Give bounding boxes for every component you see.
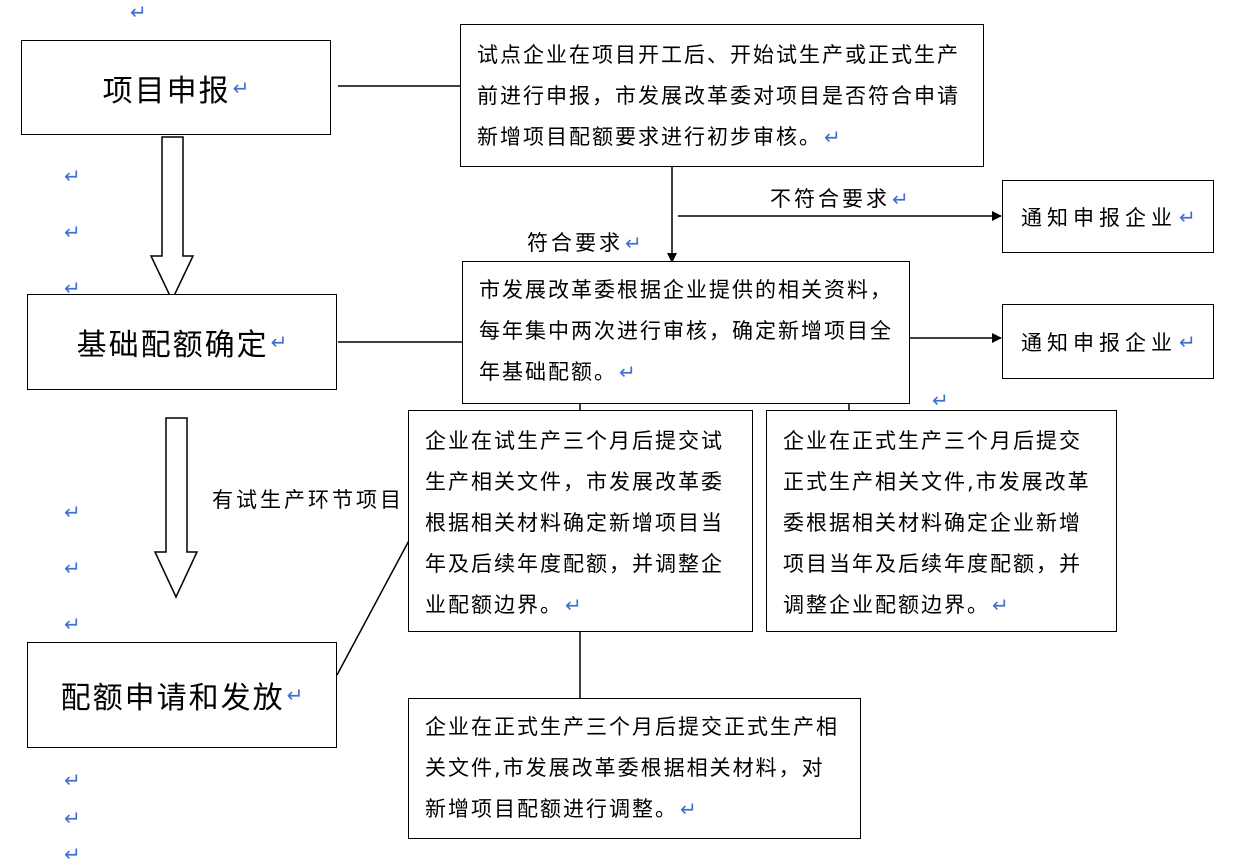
paragraph-mark: ↵ xyxy=(619,360,636,384)
paragraph-mark: ↵ xyxy=(932,388,949,412)
paragraph-mark: ↵ xyxy=(130,0,147,24)
paragraph-mark: ↵ xyxy=(64,276,81,300)
box-text: 企业在试生产三个月后提交试生产相关文件，市发展改革委根据相关材料确定新增项目当年… xyxy=(425,429,724,617)
label-qualified: 符合要求↵ xyxy=(527,227,642,257)
paragraph-mark: ↵ xyxy=(64,556,81,580)
label-not-qualified: 不符合要求↵ xyxy=(770,183,909,213)
label-text: 符合要求 xyxy=(527,231,623,255)
box-base-quota-review: 市发展改革委根据企业提供的相关资料，每年集中两次进行审核，确定新增项目全年基础配… xyxy=(462,261,910,404)
box-text: 通知申报企业 xyxy=(1021,205,1177,230)
box-formal-production-bottom: 企业在正式生产三个月后提交正式生产相关文件,市发展改革委根据相关材料，对新增项目… xyxy=(408,698,861,839)
box-text: 试点企业在项目开工后、开始试生产或正式生产前进行申报，市发展改革委对项目是否符合… xyxy=(477,43,960,149)
label-text: 有试生产环节项目 xyxy=(212,488,404,512)
step-title: 项目申报 xyxy=(102,73,231,109)
box-text: 企业在正式生产三个月后提交正式生产相关文件,市发展改革委根据相关材料确定企业新增… xyxy=(783,429,1091,617)
box-trial-production: 企业在试生产三个月后提交试生产相关文件，市发展改革委根据相关材料确定新增项目当年… xyxy=(408,410,753,632)
paragraph-mark: ↵ xyxy=(286,683,304,707)
paragraph-mark: ↵ xyxy=(824,125,841,149)
paragraph-mark: ↵ xyxy=(680,797,697,821)
paragraph-mark: ↵ xyxy=(625,231,642,255)
box-formal-production-right: 企业在正式生产三个月后提交正式生产相关文件,市发展改革委根据相关材料确定企业新增… xyxy=(766,410,1117,632)
line-step3-diagonal xyxy=(336,519,421,676)
paragraph-mark: ↵ xyxy=(64,612,81,636)
paragraph-mark: ↵ xyxy=(1179,329,1196,354)
step-base-quota: 基础配额确定↵ xyxy=(27,294,337,390)
paragraph-mark: ↵ xyxy=(992,593,1009,617)
paragraph-mark: ↵ xyxy=(232,75,250,100)
paragraph-mark: ↵ xyxy=(64,500,81,524)
box-notify-2: 通知申报企业↵ xyxy=(1002,304,1214,379)
step-project-application: 项目申报↵ xyxy=(21,40,331,135)
paragraph-mark: ↵ xyxy=(1179,204,1196,229)
box-text: 市发展改革委根据企业提供的相关资料，每年集中两次进行审核，确定新增项目全年基础配… xyxy=(479,278,893,384)
box-initial-review: 试点企业在项目开工后、开始试生产或正式生产前进行申报，市发展改革委对项目是否符合… xyxy=(460,24,984,167)
step-title: 基础配额确定 xyxy=(76,328,269,363)
box-text: 通知申报企业 xyxy=(1021,330,1177,355)
box-notify-1: 通知申报企业↵ xyxy=(1002,180,1214,253)
step-title: 配额申请和发放 xyxy=(60,681,285,716)
paragraph-mark: ↵ xyxy=(64,220,81,244)
paragraph-mark: ↵ xyxy=(270,330,288,354)
paragraph-mark: ↵ xyxy=(892,187,909,211)
label-has-trial: 有试生产环节项目 xyxy=(212,484,404,514)
step-quota-issuance: 配额申请和发放↵ xyxy=(27,642,337,748)
label-text: 不符合要求 xyxy=(770,187,890,211)
hollow-arrow-1 xyxy=(149,136,195,302)
paragraph-mark: ↵ xyxy=(565,593,582,617)
box-text: 企业在正式生产三个月后提交正式生产相关文件,市发展改革委根据相关材料，对新增项目… xyxy=(425,715,839,821)
paragraph-mark: ↵ xyxy=(64,768,81,792)
paragraph-mark: ↵ xyxy=(64,806,81,830)
paragraph-mark: ↵ xyxy=(64,164,81,188)
hollow-arrow-2 xyxy=(153,417,199,599)
paragraph-mark: ↵ xyxy=(64,842,81,866)
